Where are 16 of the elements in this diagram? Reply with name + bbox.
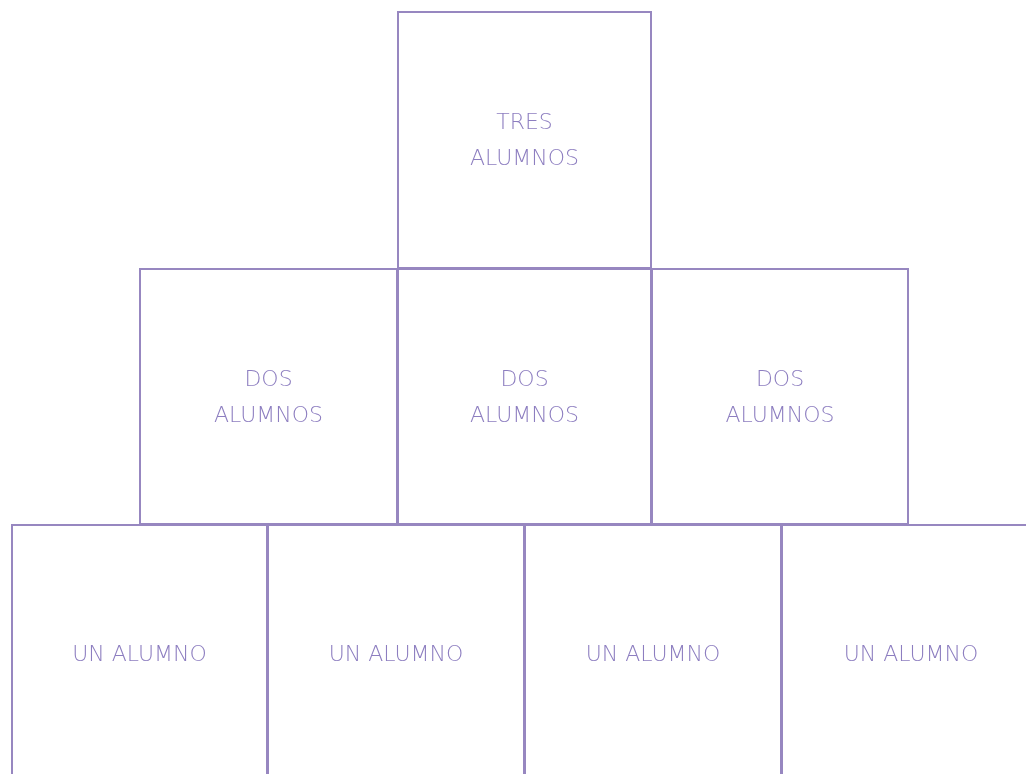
pyramid-block <box>139 268 398 525</box>
block-label: UN ALUMNO <box>327 640 465 668</box>
block-label: DOS ALUMNOS <box>468 364 580 429</box>
pyramid-block <box>11 524 268 774</box>
pyramid-block <box>651 268 909 525</box>
block-label: UN ALUMNO <box>71 640 208 668</box>
pyramid-block <box>524 524 782 774</box>
block-label: UN ALUMNO <box>842 640 980 668</box>
block-label: DOS ALUMNOS <box>212 364 324 429</box>
pyramid-block <box>781 524 1026 774</box>
pyramid-block <box>267 524 525 774</box>
block-label: UN ALUMNO <box>584 640 722 668</box>
pyramid-block <box>397 11 652 269</box>
block-label: DOS ALUMNOS <box>724 364 836 429</box>
pyramid-block <box>397 268 652 525</box>
block-label: TRES ALUMNOS <box>468 108 580 172</box>
